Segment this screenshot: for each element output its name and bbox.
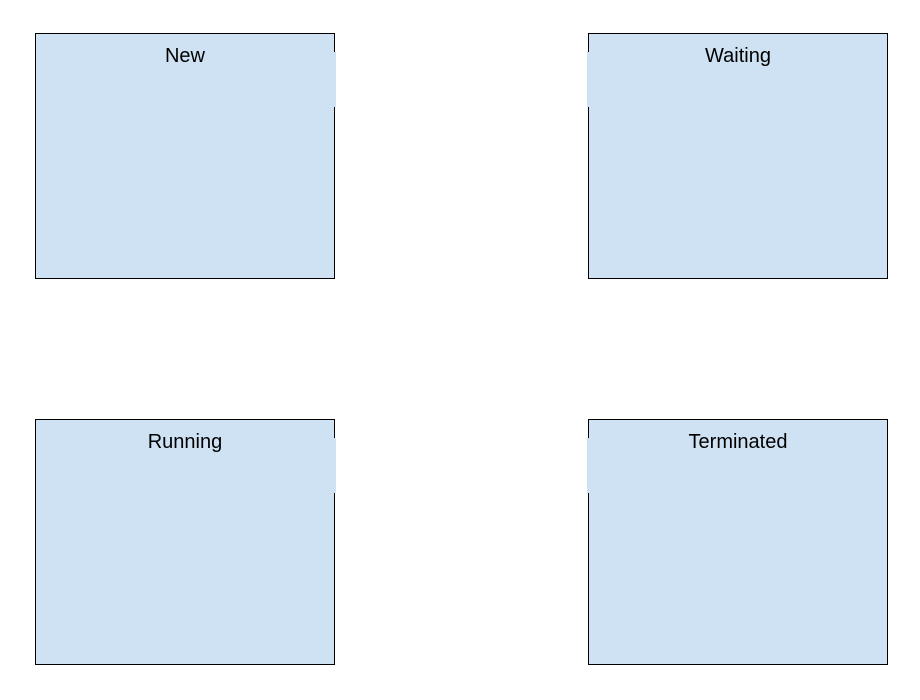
state-label-waiting: Waiting <box>705 45 771 67</box>
state-label-running: Running <box>147 431 223 453</box>
state-box-running: Running <box>35 419 336 665</box>
state-label-terminated: Terminated <box>688 431 788 453</box>
border-notch <box>333 52 336 107</box>
border-notch <box>333 438 336 493</box>
state-box-terminated: Terminated <box>587 419 888 665</box>
border-notch <box>587 52 590 107</box>
border-notch <box>587 438 590 493</box>
state-box-new: New <box>35 33 336 279</box>
state-label-new: New <box>164 45 205 67</box>
state-box-waiting: Waiting <box>587 33 888 279</box>
